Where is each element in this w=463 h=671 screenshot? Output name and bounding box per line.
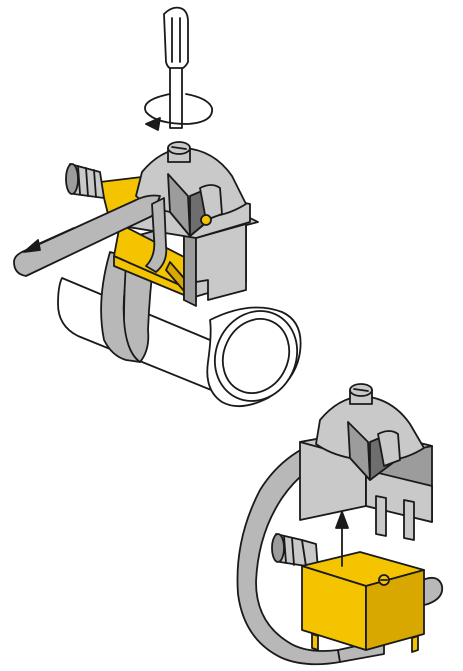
cable-gland-top — [65, 163, 105, 199]
sensor-bottom — [301, 551, 425, 653]
lift-arrow-icon — [335, 511, 349, 567]
rotation-arrow-icon — [144, 93, 213, 131]
lock-screw-top — [200, 214, 212, 226]
clamp-head-top — [135, 141, 247, 237]
strap-band-top — [13, 194, 168, 277]
pull-arrow-icon — [23, 227, 75, 253]
clamp-head-bottom — [315, 383, 425, 481]
screwdriver-icon — [163, 6, 189, 129]
